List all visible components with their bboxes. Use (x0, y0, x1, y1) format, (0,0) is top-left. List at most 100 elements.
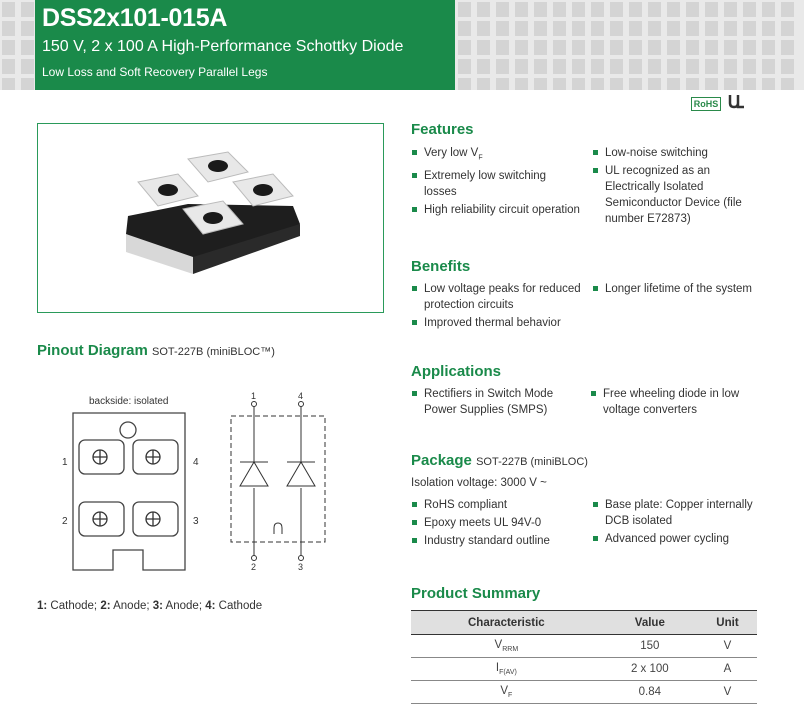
table-row: IF(AV) 2 x 100 A (411, 657, 757, 681)
header-tile (629, 59, 642, 74)
header-tile (648, 40, 661, 55)
header-tile (572, 2, 585, 17)
schematic-diagram: 1 4 2 3 (230, 391, 326, 572)
benefits-list-left: Low voltage peaks for reduced protection… (411, 281, 581, 333)
header-tile (610, 78, 623, 90)
list-item: Low-noise switching (592, 145, 762, 161)
header-tile (610, 21, 623, 36)
header-tile (629, 21, 642, 36)
list-item: Improved thermal behavior (411, 315, 581, 331)
header-tile (572, 59, 585, 74)
table-header-row: Characteristic Value Unit (411, 610, 757, 635)
header-tile (553, 21, 566, 36)
header-tile (686, 78, 699, 90)
header-tile (667, 78, 680, 90)
product-summary-heading: Product Summary (411, 585, 541, 602)
header-tile (572, 78, 585, 90)
package-list-left: RoHS compliant Epoxy meets UL 94V-0 Indu… (411, 497, 581, 551)
header-tile (667, 21, 680, 36)
header-tile (515, 2, 528, 17)
cell-unit: A (697, 657, 757, 681)
header-tile (781, 59, 794, 74)
header-tile (534, 59, 547, 74)
package-list-right: Base plate: Copper internally DCB isolat… (592, 497, 767, 549)
header-tile (705, 21, 718, 36)
header-tile (458, 21, 471, 36)
list-item: Longer lifetime of the system (592, 281, 752, 297)
header-tile (553, 59, 566, 74)
header-tile (2, 2, 15, 17)
header-tile (629, 40, 642, 55)
cell-value: 2 x 100 (601, 657, 698, 681)
header-tile (496, 21, 509, 36)
applications-list-left: Rectifiers in Switch Mode Power Supplies… (411, 386, 576, 420)
header-tile (21, 78, 34, 90)
header-tile (724, 2, 737, 17)
header-tile (496, 40, 509, 55)
header-tile (762, 59, 775, 74)
package-heading: Package SOT-227B (miniBLOC) (411, 452, 588, 469)
header-tile (21, 21, 34, 36)
header-tile (553, 40, 566, 55)
header-tile (610, 2, 623, 17)
header-tile (534, 78, 547, 90)
table-row: VRRM 150 V (411, 634, 757, 658)
header-tile (477, 40, 490, 55)
product-summary-table: Characteristic Value Unit VRRM 150 V IF(… (411, 610, 757, 704)
header-tile (781, 21, 794, 36)
header-tile (515, 21, 528, 36)
pin-3-label: 3 (193, 516, 199, 527)
header-tile (2, 40, 15, 55)
header-tile (534, 2, 547, 17)
list-item: Base plate: Copper internally DCB isolat… (592, 497, 767, 529)
list-item: Advanced power cycling (592, 531, 767, 547)
header-tile (743, 78, 756, 90)
header-tile (591, 59, 604, 74)
header-tile (496, 59, 509, 74)
header-tile (458, 40, 471, 55)
header-tile (648, 2, 661, 17)
list-item: Very low VF (411, 145, 581, 166)
header-tile (762, 2, 775, 17)
list-item: Free wheeling diode in low voltage conve… (590, 386, 755, 418)
header-tile (515, 59, 528, 74)
list-item: High reliability circuit operation (411, 202, 581, 218)
pin-legend: 1: Cathode; 2: Anode; 3: Anode; 4: Catho… (37, 600, 263, 612)
header-tile (591, 40, 604, 55)
header-tile (724, 40, 737, 55)
product-photo (37, 123, 384, 313)
header-tile (553, 2, 566, 17)
header-tile (496, 2, 509, 17)
list-item: RoHS compliant (411, 497, 581, 513)
header-tile (477, 78, 490, 90)
header-tile (591, 21, 604, 36)
backside-label: backside: isolated (89, 396, 169, 407)
sch-pin-3: 3 (298, 562, 303, 572)
list-item: Epoxy meets UL 94V-0 (411, 515, 581, 531)
header-tile (667, 2, 680, 17)
header-tile (705, 2, 718, 17)
part-number: DSS2x101-015A (42, 4, 228, 32)
header-tile (724, 78, 737, 90)
pinout-heading: Pinout Diagram SOT-227B (miniBLOC™) (37, 342, 275, 359)
header-tile (610, 40, 623, 55)
header-tile (648, 78, 661, 90)
header-tile (781, 78, 794, 90)
sch-pin-4: 4 (298, 391, 303, 401)
header-tile (496, 78, 509, 90)
features-list-right: Low-noise switching UL recognized as an … (592, 145, 762, 229)
cell-characteristic: IF(AV) (411, 657, 602, 681)
header-tile (686, 40, 699, 55)
pin-2-label: 2 (62, 516, 68, 527)
header-tile (705, 59, 718, 74)
cell-characteristic: VRRM (411, 634, 602, 658)
header-tile (515, 78, 528, 90)
header-tile (686, 21, 699, 36)
pin-1-label: 1 (62, 457, 68, 468)
header-tile (477, 21, 490, 36)
header-tile (477, 2, 490, 17)
features-heading: Features (411, 121, 474, 138)
header-tile (724, 21, 737, 36)
list-item: Rectifiers in Switch Mode Power Supplies… (411, 386, 576, 418)
header-tile (553, 78, 566, 90)
